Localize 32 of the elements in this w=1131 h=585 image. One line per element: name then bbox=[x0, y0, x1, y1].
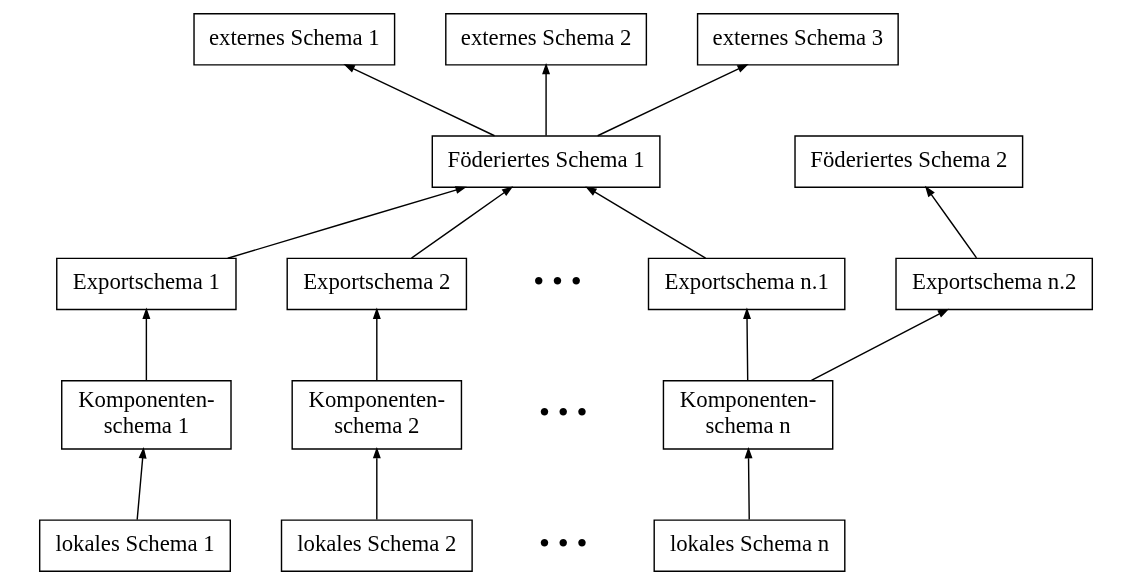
label: • • • bbox=[538, 394, 587, 430]
node-box: externes Schema 2 bbox=[444, 13, 647, 66]
node-box: Exportschema 1 bbox=[55, 257, 237, 311]
arrow bbox=[810, 308, 949, 382]
node-box: lokales Schema 1 bbox=[38, 519, 231, 572]
node-box: Komponenten- schema n bbox=[662, 380, 833, 450]
node-box: lokales Schema 2 bbox=[280, 519, 473, 572]
node-box: Exportschema 2 bbox=[286, 257, 467, 311]
arrow bbox=[410, 186, 513, 259]
arrow bbox=[372, 307, 381, 382]
arrow bbox=[742, 307, 751, 382]
arrow bbox=[226, 186, 467, 259]
label: • • • bbox=[538, 525, 587, 561]
node-box: Föderiertes Schema 2 bbox=[793, 135, 1023, 188]
node-box: Komponenten- schema 1 bbox=[60, 380, 232, 450]
arrow bbox=[541, 62, 550, 137]
arrow bbox=[342, 64, 495, 137]
label: • • • bbox=[532, 263, 582, 299]
arrow bbox=[924, 185, 977, 259]
node-box: Komponenten- schema 2 bbox=[290, 380, 462, 450]
node-box: Föderiertes Schema 1 bbox=[431, 135, 661, 188]
arrow bbox=[136, 446, 147, 521]
node-box: lokales Schema n bbox=[653, 519, 845, 572]
arrow bbox=[584, 186, 706, 259]
node-box: externes Schema 3 bbox=[696, 13, 899, 66]
arrow bbox=[141, 307, 150, 382]
arrow bbox=[744, 446, 753, 521]
arrow bbox=[596, 64, 749, 137]
arrow bbox=[372, 446, 381, 521]
node-box: externes Schema 1 bbox=[192, 13, 395, 66]
node-box: Exportschema n.1 bbox=[647, 257, 845, 311]
node-box: Exportschema n.2 bbox=[894, 257, 1093, 311]
